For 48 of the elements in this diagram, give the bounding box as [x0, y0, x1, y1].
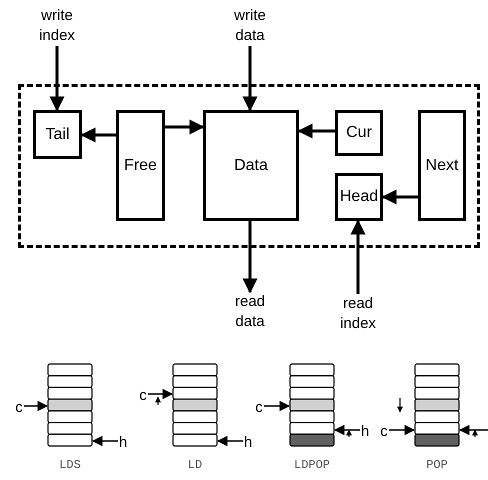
stack-drawing — [172, 363, 218, 447]
arrow — [216, 436, 243, 446]
arrow — [242, 46, 258, 112]
box-label: Next — [426, 158, 458, 174]
pointer-label: c — [379, 422, 389, 438]
pointer-label: h — [360, 422, 370, 438]
box-label: Free — [124, 158, 157, 174]
box-label: Head — [340, 189, 378, 205]
input-label: read index — [328, 294, 388, 334]
pointer-label: h — [243, 433, 253, 449]
register-box — [418, 110, 466, 221]
memory-box — [203, 110, 299, 221]
arrow — [350, 220, 366, 294]
box-label: Cur — [346, 125, 372, 141]
box-label: Data — [234, 158, 268, 174]
dashed-boundary — [18, 84, 480, 248]
operation-caption: LDPOP — [294, 458, 330, 472]
register-box — [335, 173, 383, 221]
pointer-label: c — [254, 398, 264, 414]
arrow — [264, 400, 290, 412]
register-box — [116, 110, 165, 221]
arrow — [389, 424, 416, 436]
register-box — [335, 110, 383, 156]
register-box — [33, 110, 82, 159]
arrow — [50, 46, 64, 112]
stack-drawing — [47, 363, 93, 447]
arrow — [92, 436, 118, 446]
arrow — [242, 221, 258, 294]
input-label: write index — [27, 6, 87, 46]
arrow — [458, 424, 488, 436]
box-label: Tail — [45, 126, 70, 142]
output-label: read data — [220, 292, 280, 332]
arrow — [24, 400, 48, 412]
operation-caption: POP — [426, 458, 448, 472]
operation-caption: LDS — [59, 458, 81, 472]
arrow — [165, 120, 204, 134]
arrow — [80, 128, 116, 142]
arrow — [298, 124, 335, 138]
operation-caption: LD — [188, 458, 202, 472]
arrow — [334, 424, 360, 436]
arrow — [382, 190, 418, 204]
stack-drawing — [414, 363, 460, 447]
pointer-label: c — [14, 398, 24, 414]
stack-drawing — [289, 363, 335, 447]
arrow — [148, 388, 174, 400]
pointer-label: h — [118, 433, 128, 449]
pointer-label: c — [138, 386, 148, 402]
input-label: write data — [220, 6, 280, 46]
